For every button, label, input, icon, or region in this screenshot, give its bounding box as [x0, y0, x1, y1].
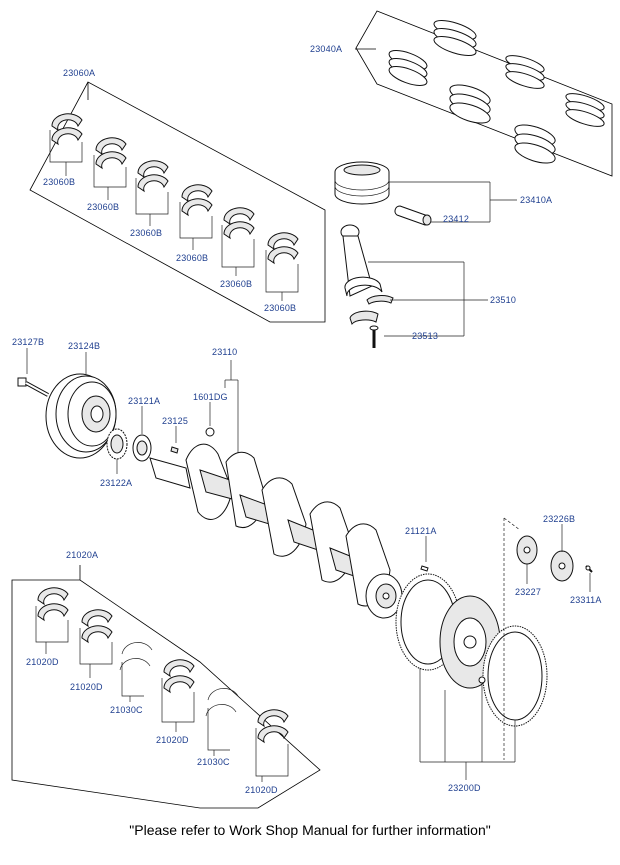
label-21121A[interactable]: 21121A: [405, 526, 437, 536]
thrust-washer-2[interactable]: [205, 688, 239, 751]
bearing-shell-3[interactable]: [135, 160, 169, 215]
label-23040A[interactable]: 23040A: [310, 44, 342, 54]
woodruff-key[interactable]: 23125: [162, 416, 188, 454]
label-23060B-1[interactable]: 23060B: [43, 177, 75, 187]
main-bearing-2[interactable]: [79, 609, 113, 665]
bearing-shell-6[interactable]: [265, 232, 299, 293]
flex-plate[interactable]: [395, 573, 548, 727]
label-23125[interactable]: 23125: [162, 416, 188, 426]
label-21020D-1[interactable]: 21020D: [26, 657, 59, 667]
crank-bolt-pin[interactable]: 21121A: [405, 526, 437, 572]
conrod-bolt[interactable]: 23513: [369, 325, 438, 348]
footer-note: "Please refer to Work Shop Manual for fu…: [129, 822, 491, 838]
piston-assembly[interactable]: 23410A: [334, 161, 552, 223]
crank-pulley-bolt[interactable]: 23127B: [12, 337, 49, 397]
label-23060A[interactable]: 23060A: [63, 68, 95, 78]
label-23127B[interactable]: 23127B: [12, 337, 44, 347]
label-21030C-2[interactable]: 21030C: [197, 757, 230, 767]
bearing-shell-1[interactable]: [49, 113, 83, 163]
label-23226B[interactable]: 23226B: [543, 514, 575, 524]
label-23200D[interactable]: 23200D: [448, 783, 481, 793]
flywheel-bolt[interactable]: 23311A: [570, 565, 602, 605]
main-bearing-4[interactable]: [255, 709, 289, 777]
connecting-rod[interactable]: 23510: [340, 224, 516, 337]
label-23060B-5[interactable]: 23060B: [220, 279, 252, 289]
label-23412[interactable]: 23412: [443, 214, 469, 224]
label-23121A[interactable]: 23121A: [128, 396, 160, 406]
lower-bearing-set[interactable]: 21020A 21020D 21020D 21030C 21020D: [11, 550, 321, 809]
label-21030C-1[interactable]: 21030C: [110, 705, 143, 715]
label-23227[interactable]: 23227: [515, 587, 541, 597]
label-23410A[interactable]: 23410A: [520, 195, 552, 205]
label-23311A[interactable]: 23311A: [570, 595, 602, 605]
label-21020D-3[interactable]: 21020D: [156, 735, 189, 745]
bearing-shell-4[interactable]: [179, 184, 213, 239]
crank-pulley[interactable]: 23124B: [45, 341, 117, 459]
piston-ring-set[interactable]: 23040A: [310, 10, 613, 177]
timing-sprocket[interactable]: 23122A: [100, 428, 132, 488]
main-bearing-1[interactable]: [35, 587, 69, 643]
label-21020A[interactable]: 21020A: [66, 550, 98, 560]
flywheel-callout[interactable]: 23200D: [419, 668, 516, 793]
label-23060B-4[interactable]: 23060B: [176, 253, 208, 263]
label-21020D-2[interactable]: 21020D: [70, 682, 103, 692]
label-23510[interactable]: 23510: [490, 295, 516, 305]
dowel-pin[interactable]: 1601DG: [193, 392, 228, 437]
bearing-shell-5[interactable]: [221, 207, 255, 268]
thrust-washer-1[interactable]: [119, 642, 153, 697]
piston-pin[interactable]: 23412: [394, 205, 469, 226]
label-1601DG[interactable]: 1601DG: [193, 392, 228, 402]
main-bearing-3[interactable]: [161, 659, 195, 723]
label-23513[interactable]: 23513: [412, 331, 438, 341]
label-21020D-4[interactable]: 21020D: [245, 785, 278, 795]
flywheel-adapter[interactable]: 23226B 23227: [503, 514, 575, 760]
bearing-shell-2[interactable]: [93, 137, 127, 188]
label-23124B[interactable]: 23124B: [68, 341, 100, 351]
label-23060B-3[interactable]: 23060B: [130, 228, 162, 238]
crankshaft[interactable]: 23110: [149, 347, 403, 619]
label-23122A[interactable]: 23122A: [100, 478, 132, 488]
crank-washer[interactable]: 23121A: [128, 396, 160, 462]
label-23060B-6[interactable]: 23060B: [264, 303, 296, 313]
label-23060B-2[interactable]: 23060B: [87, 202, 119, 212]
upper-bearing-set[interactable]: 23060A 23060B 23060B 23060B 230: [29, 68, 326, 323]
label-23110[interactable]: 23110: [212, 347, 237, 357]
